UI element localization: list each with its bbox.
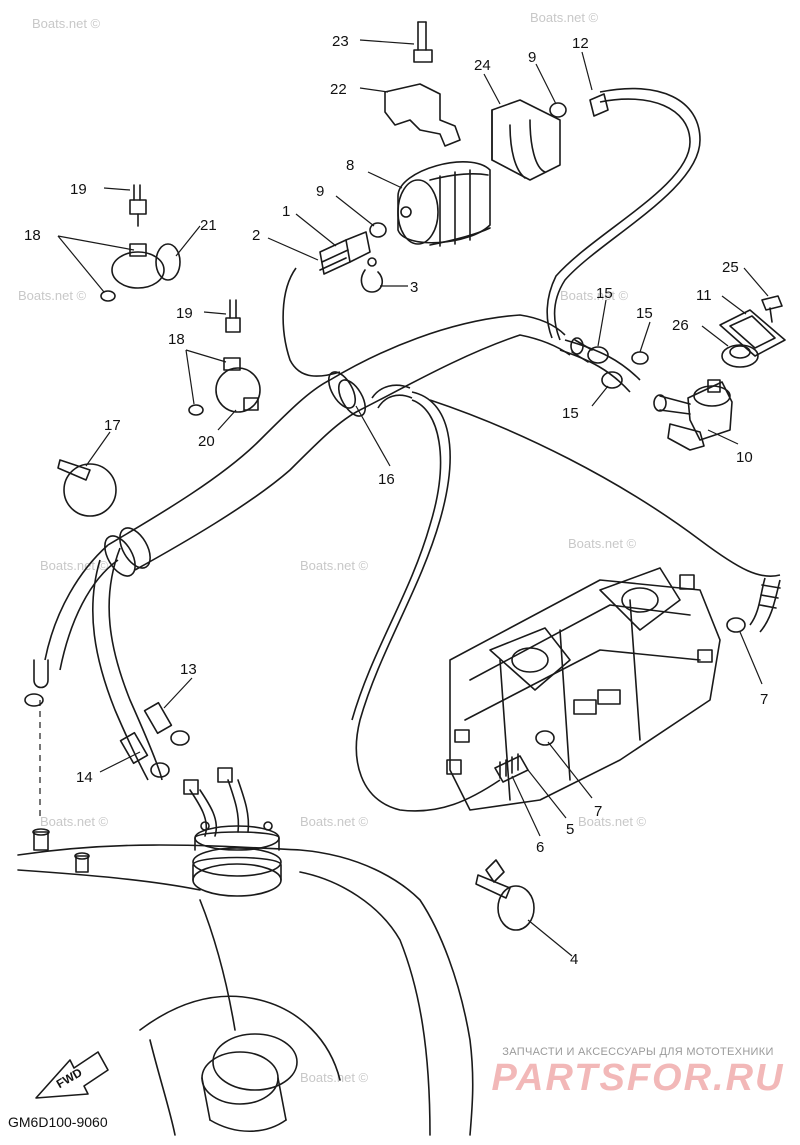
fuel-cock-group <box>570 295 786 451</box>
callout-15: 15 <box>562 405 579 422</box>
watermarks: Boats.net © Boats.net © Boats.net © Boat… <box>18 10 647 1085</box>
callout-1: 1 <box>282 203 290 220</box>
fuel-tank <box>17 844 474 1136</box>
callout-3: 3 <box>410 279 418 296</box>
callout-7: 7 <box>760 691 768 708</box>
leader-lines <box>57 39 769 957</box>
watermark-text: Boats.net © <box>300 1070 369 1085</box>
callout-18: 18 <box>24 227 41 244</box>
watermark-text: Boats.net © <box>40 814 109 829</box>
callout-11: 11 <box>696 287 712 304</box>
callout-20: 20 <box>198 433 215 450</box>
callout-21: 21 <box>200 217 217 234</box>
callout-14: 14 <box>76 769 93 786</box>
watermark-text: Boats.net © <box>300 558 369 573</box>
callout-23: 23 <box>332 33 349 50</box>
callout-5: 5 <box>566 821 574 838</box>
brand-watermark: ЗАПЧАСТИ И АКСЕССУАРЫ ДЛЯ МОТОТЕХНИКИ PA… <box>488 1046 788 1098</box>
callout-2: 2 <box>252 227 260 244</box>
callout-10: 10 <box>736 449 753 466</box>
callout-15: 15 <box>636 305 653 322</box>
brand-tagline: ЗАПЧАСТИ И АКСЕССУАРЫ ДЛЯ МОТОТЕХНИКИ <box>502 1046 774 1058</box>
callout-13: 13 <box>180 661 197 678</box>
clamps <box>24 93 609 931</box>
watermark-text: Boats.net © <box>560 288 629 303</box>
fuel-pickup-unit <box>32 767 282 897</box>
callout-9: 9 <box>528 49 536 66</box>
callout-6: 6 <box>536 839 544 856</box>
brand-logo-text: PARTSFOR.RU <box>491 1057 785 1099</box>
watermark-text: Boats.net © <box>32 16 101 31</box>
callout-19: 19 <box>70 181 87 198</box>
fuel-lines <box>33 87 781 820</box>
callout-4: 4 <box>570 951 578 968</box>
callout-7: 7 <box>594 803 602 820</box>
breather-hose <box>104 314 571 577</box>
watermark-text: Boats.net © <box>300 814 369 829</box>
watermark-text: Boats.net © <box>530 10 599 25</box>
fwd-label: FWD <box>54 1065 85 1091</box>
callout-16: 16 <box>378 471 395 488</box>
callout-8: 8 <box>346 157 354 174</box>
fwd-arrow: FWD <box>35 1051 109 1099</box>
drawing-code: GM6D100-9060 <box>8 1114 108 1130</box>
callout-24: 24 <box>474 57 491 74</box>
callout-19: 19 <box>176 305 193 322</box>
callout-9: 9 <box>316 183 324 200</box>
callouts: 23 22 24 9 12 8 9 1 2 3 19 18 21 19 18 2… <box>24 33 768 968</box>
callout-22: 22 <box>330 81 347 98</box>
callout-15: 15 <box>596 285 613 302</box>
watermark-text: Boats.net © <box>568 536 637 551</box>
callout-12: 12 <box>572 35 589 52</box>
callout-25: 25 <box>722 259 739 276</box>
callout-17: 17 <box>104 417 121 434</box>
fuel-filter-group <box>384 21 561 247</box>
watermark-text: Boats.net © <box>578 814 647 829</box>
callout-26: 26 <box>672 317 689 334</box>
callout-18: 18 <box>168 331 185 348</box>
watermark-text: Boats.net © <box>18 288 87 303</box>
carburetor-assembly <box>446 567 781 811</box>
